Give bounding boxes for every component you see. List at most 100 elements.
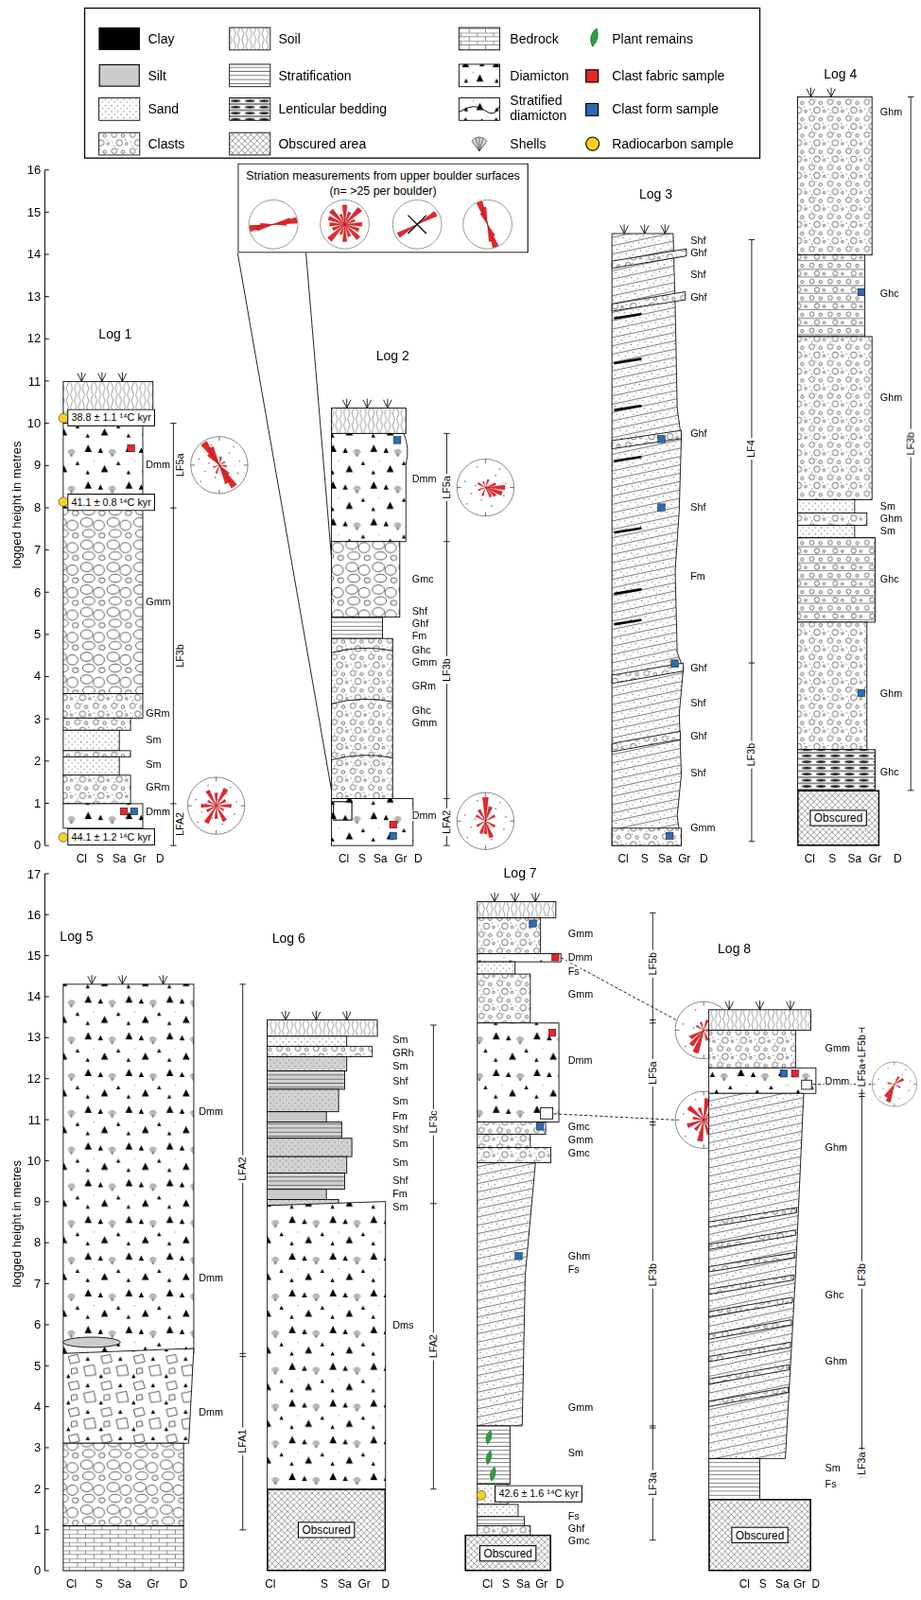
grain-size-label: Sa: [337, 1578, 352, 1590]
facies-code: Ghc: [411, 705, 433, 716]
legend-text: Stratified diamicton: [509, 93, 597, 124]
grain-size-label: Cl: [617, 852, 628, 865]
facies-code: Dms: [391, 1320, 415, 1332]
facies-code: Ghf: [689, 293, 709, 304]
axis-number: 3: [34, 1441, 41, 1454]
lithofacies-label: LFA2: [427, 1332, 440, 1361]
axis-number: 11: [28, 374, 41, 387]
facies-code: GRh: [391, 1048, 415, 1060]
axis-number: 15: [27, 949, 41, 962]
facies-code: Ghc: [879, 766, 901, 778]
facies-code: Sm: [391, 1139, 409, 1150]
lithofacies-label: LF5a: [646, 1059, 660, 1087]
facies-code: Dmm: [411, 474, 438, 486]
axis-number: 8: [34, 501, 41, 514]
lithofacies-label: LF4: [745, 437, 758, 460]
radiocarbon-date-box: 42.6 ± 1.6 ¹⁴C kyr: [494, 1484, 583, 1502]
axis-number: 2: [34, 754, 41, 767]
lithofacies-label: LF3b: [745, 741, 758, 769]
legend-text: Plant remains: [611, 32, 694, 46]
lithofacies-label: LF5a+LF5b: [855, 1032, 869, 1090]
facies-code: Gmm: [567, 989, 595, 1000]
facies-code: Ghf: [689, 247, 709, 259]
facies-code: Ghm: [879, 392, 904, 403]
facies-code: Sm: [391, 1035, 409, 1046]
facies-code: Dmm: [567, 1055, 594, 1066]
legend-swatch: [99, 27, 140, 51]
axis-number: 8: [34, 1236, 41, 1250]
facies-code: Dmm: [824, 1076, 852, 1087]
obscured-text: Obscured: [479, 1545, 537, 1562]
legend-text: Clasts: [147, 137, 185, 151]
grain-size-label: Sa: [848, 852, 863, 865]
facies-code: Sm: [567, 1448, 585, 1460]
facies-code: Shf: [391, 1076, 409, 1087]
lithofacies-label: LF3b: [646, 1261, 660, 1289]
facies-code: Gmm: [567, 1402, 595, 1413]
facies-code: Dmm: [144, 806, 172, 817]
facies-code: Sm: [391, 1157, 409, 1168]
legend-text: Sand: [147, 102, 179, 116]
facies-code: Gmm: [411, 717, 439, 729]
grain-size-label: S: [502, 1578, 510, 1590]
facies-code: Ghm: [879, 688, 904, 699]
facies-code: Ghm: [879, 106, 904, 118]
axis-number: 5: [34, 627, 41, 641]
date-text: 41.1 ± 0.8 ¹⁴C kyr: [71, 496, 152, 508]
facies-code: Ghf: [411, 619, 431, 630]
facies-code: Sm: [144, 760, 162, 771]
legend-text: Bedrock: [509, 32, 558, 46]
axis-number: 4: [34, 1400, 41, 1413]
facies-code: Shf: [391, 1176, 409, 1187]
facies-code: Dmm: [197, 1407, 225, 1418]
axis-number: 12: [27, 332, 41, 346]
striation-box: Striation measurements from upper boulde…: [237, 163, 528, 254]
axis-title: logged height in metres: [10, 441, 23, 570]
legend-text: Shells: [509, 137, 546, 151]
axis-number: 1: [34, 1523, 41, 1536]
facies-code: Fm: [411, 631, 429, 643]
facies-code: Gmm: [689, 822, 717, 834]
axis-number: 13: [27, 290, 41, 303]
axis-number: 11: [28, 1113, 41, 1127]
axis-number: 17: [27, 867, 41, 880]
axis-number: 9: [34, 1195, 41, 1208]
grain-size-label: D: [699, 852, 709, 865]
facies-code: Dmm: [411, 810, 438, 821]
axis-number: 0: [34, 1564, 41, 1578]
facies-code: Shf: [411, 607, 429, 618]
radiocarbon-date-box: 38.8 ± 1.1 ¹⁴C kyr: [67, 409, 156, 427]
grain-size-label: S: [320, 1578, 329, 1590]
legend-text: Obscured area: [278, 137, 366, 151]
grain-size-label: S: [641, 852, 649, 865]
axis-number: 10: [27, 417, 41, 430]
grain-size-label: Sa: [373, 852, 388, 865]
facies-code: Gmm: [567, 1134, 595, 1146]
lithofacies-label: LF3a: [646, 1470, 660, 1498]
facies-code: Sm: [879, 502, 897, 513]
grain-size-label: S: [358, 852, 366, 865]
grain-size-label: D: [556, 1578, 565, 1590]
lithofacies-label: LFA2: [236, 1154, 249, 1183]
facies-code: Ghc: [824, 1289, 846, 1301]
lithofacies-label: LF5a: [173, 451, 187, 479]
facies-code: Gmm: [411, 658, 439, 669]
lithofacies-label: LF3b: [440, 656, 453, 684]
grain-size-label: D: [179, 1578, 189, 1590]
grain-size-label: S: [96, 852, 105, 865]
log-title: Log 1: [98, 327, 132, 341]
facies-code: Gmc: [567, 1121, 591, 1132]
grain-size-label: Gr: [394, 852, 407, 865]
grain-size-label: Gr: [133, 852, 146, 865]
facies-code: Shf: [689, 270, 707, 281]
facies-code: Ghc: [879, 288, 901, 299]
facies-code: Sm: [391, 1095, 409, 1107]
facies-code: Shf: [689, 698, 707, 710]
grain-size-label: Cl: [804, 852, 816, 865]
date-text: 38.8 ± 1.1 ¹⁴C kyr: [71, 412, 152, 424]
facies-code: Fm: [689, 571, 707, 582]
axis-title: logged height in metres: [10, 1160, 23, 1288]
axis-number: 7: [34, 543, 41, 557]
legend-text: Stratification: [278, 69, 351, 83]
facies-code: Sm: [824, 1463, 842, 1475]
